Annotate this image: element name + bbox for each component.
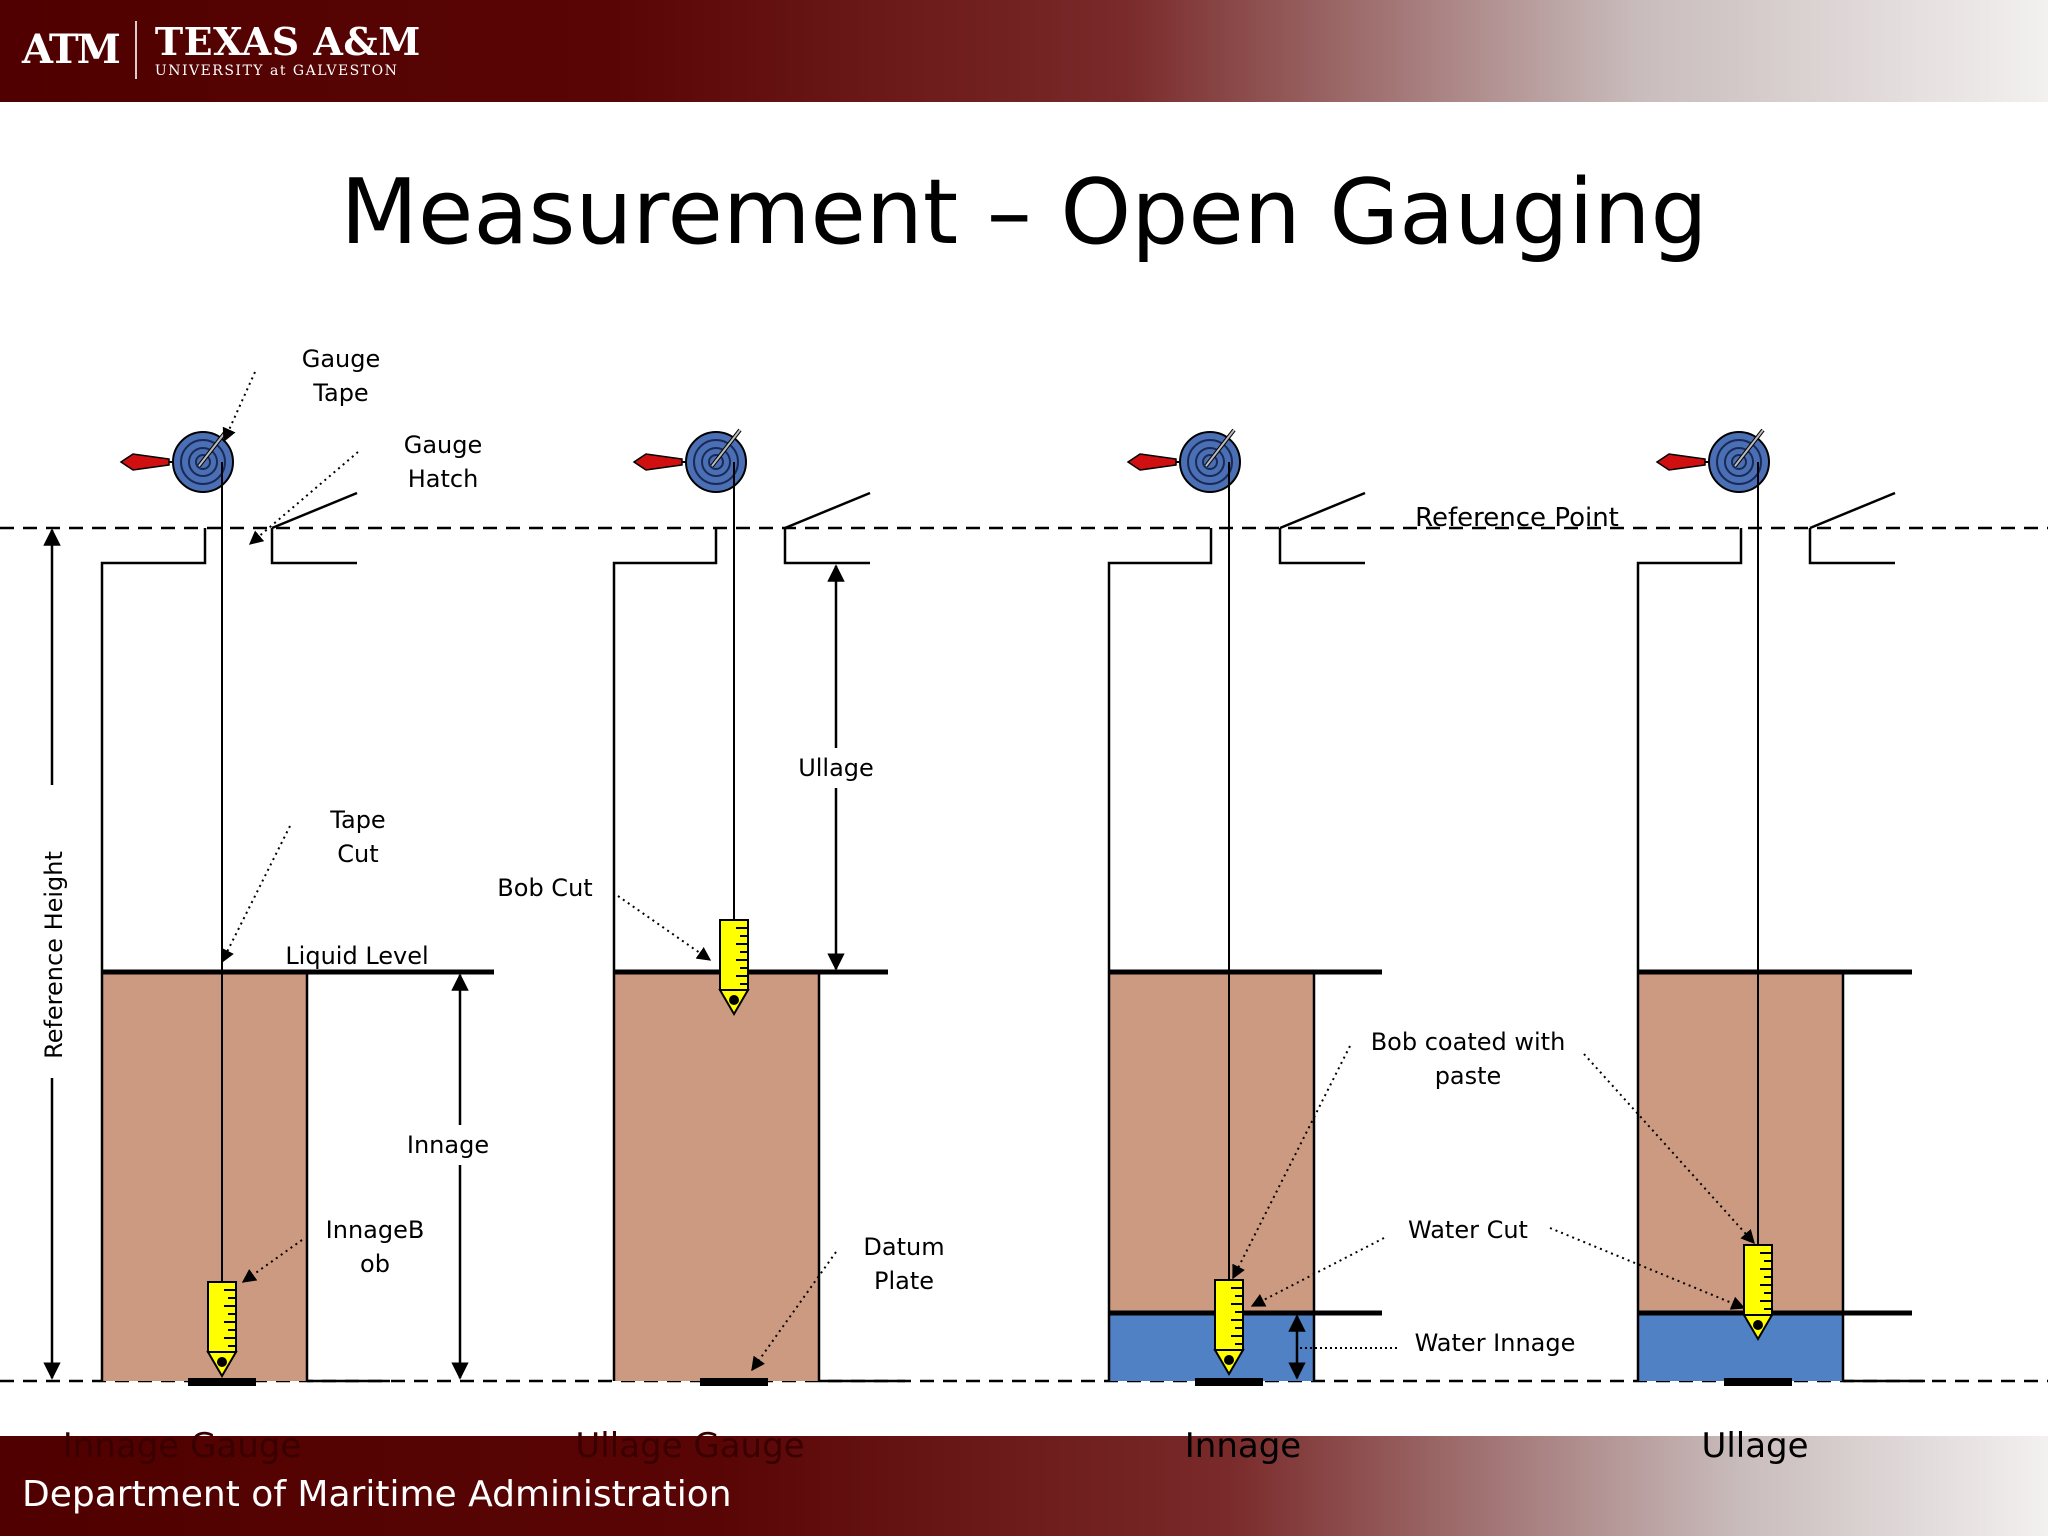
footer-bar <box>0 1436 2048 1536</box>
reference-point-label: Reference Point <box>1415 503 1619 533</box>
university-wordmark: TEXAS A&M UNIVERSITY at GALVESTON <box>154 19 421 80</box>
water-fill <box>1109 1313 1314 1381</box>
datum-plate <box>700 1378 768 1386</box>
slide-title: Measurement – Open Gauging <box>340 160 1708 265</box>
atm-logo-mark: ATM <box>22 21 137 79</box>
gauge-tape-label-1: Gauge <box>302 345 381 373</box>
university-logo: ATM TEXAS A&M UNIVERSITY at GALVESTON <box>22 18 421 82</box>
datum-plate <box>1724 1378 1792 1386</box>
bob-cut-label: Bob Cut <box>497 874 592 902</box>
tank-innage-gauge <box>100 371 494 1386</box>
caption-ullage: Ullage <box>1701 1426 1809 1466</box>
gauge-tape-reel-icon <box>119 428 235 494</box>
ullage-label: Ullage <box>798 754 874 782</box>
gauge-tape-label-2: Tape <box>312 379 368 407</box>
header-bar <box>0 0 2048 102</box>
caption-innage-gauge: Innage Gauge <box>62 1426 302 1466</box>
innage-label: Innage <box>407 1131 489 1159</box>
innage-bob-label-2: ob <box>360 1250 390 1278</box>
liquid-fill <box>614 972 819 1381</box>
gauge-tape-reel-icon <box>1655 428 1771 494</box>
datum-plate <box>188 1378 256 1386</box>
tank-innage-water <box>1107 428 1398 1386</box>
gauge-hatch-label-1: Gauge <box>404 431 483 459</box>
tape-cut-label-2: Cut <box>337 840 378 868</box>
gauge-hatch-label-2: Hatch <box>408 465 479 493</box>
water-innage-label: Water Innage <box>1415 1329 1576 1357</box>
gauge-tape-reel-icon <box>632 428 748 494</box>
tape-cut-label-1: Tape <box>329 806 385 834</box>
datum-plate-label-1: Datum <box>863 1233 944 1261</box>
reference-height-label: Reference Height <box>40 851 68 1059</box>
innage-bob-label-1: InnageB <box>326 1216 425 1244</box>
liquid-fill <box>1638 972 1843 1313</box>
liquid-fill <box>1109 972 1314 1313</box>
datum-plate-label-2: Plate <box>874 1267 934 1295</box>
footer-department: Department of Maritime Administration <box>22 1474 732 1515</box>
bob-coated-label-2: paste <box>1435 1062 1502 1090</box>
tank-ullage-gauge <box>612 428 905 1386</box>
gauge-tape-reel-icon <box>1126 428 1242 494</box>
bob-coated-label-1: Bob coated with <box>1371 1028 1566 1056</box>
liquid-fill <box>102 972 307 1381</box>
datum-plate <box>1195 1378 1263 1386</box>
campus-name: UNIVERSITY at GALVESTON <box>154 63 399 79</box>
water-cut-label: Water Cut <box>1408 1216 1528 1244</box>
tank-ullage-water <box>1549 428 1925 1386</box>
liquid-level-label: Liquid Level <box>285 942 428 970</box>
university-name: TEXAS A&M <box>154 19 421 64</box>
caption-ullage-gauge: Ullage Gauge <box>575 1426 805 1466</box>
water-fill <box>1638 1313 1843 1381</box>
caption-innage: Innage <box>1184 1426 1302 1466</box>
